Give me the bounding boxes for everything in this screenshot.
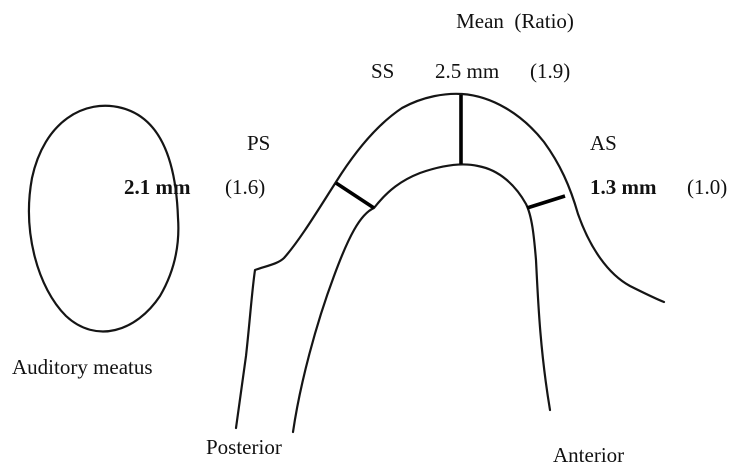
auditory-meatus-outline xyxy=(29,106,178,332)
condyle-outline xyxy=(293,164,550,432)
auditory-meatus-label: Auditory meatus xyxy=(12,355,153,379)
ps-label: PS xyxy=(247,131,270,155)
ps-ratio: (1.6) xyxy=(225,175,265,199)
diagram-title: Mean (Ratio) xyxy=(456,9,574,33)
ps-value: 2.1 mm xyxy=(124,175,191,199)
ss-label: SS xyxy=(371,59,394,83)
anterior-label: Anterior xyxy=(553,443,624,467)
ss-value: 2.5 mm xyxy=(435,59,499,83)
ps-measure-line xyxy=(336,183,374,208)
as-measure-line xyxy=(527,196,565,208)
as-label: AS xyxy=(590,131,617,155)
as-value: 1.3 mm xyxy=(590,175,657,199)
as-ratio: (1.0) xyxy=(687,175,727,199)
ss-ratio: (1.9) xyxy=(530,59,570,83)
posterior-label: Posterior xyxy=(206,435,282,459)
